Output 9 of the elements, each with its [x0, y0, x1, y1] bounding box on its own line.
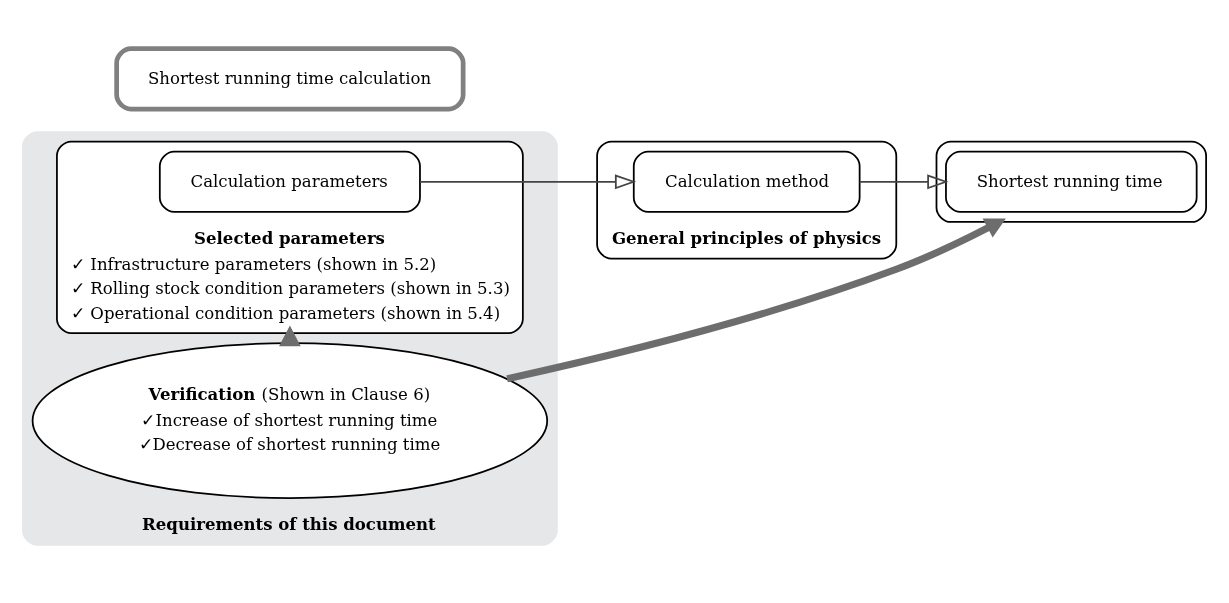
arrow [858, 174, 949, 190]
arrow [506, 218, 1006, 383]
cluster [935, 140, 1207, 223]
node-box: Calculation method [632, 150, 861, 213]
node-box: Shortest running time [945, 150, 1198, 213]
node-box: Calculation parameters [158, 150, 421, 213]
node-box: Shortest running time calculation [114, 46, 466, 112]
arrow [279, 325, 301, 347]
arrow [419, 174, 637, 190]
